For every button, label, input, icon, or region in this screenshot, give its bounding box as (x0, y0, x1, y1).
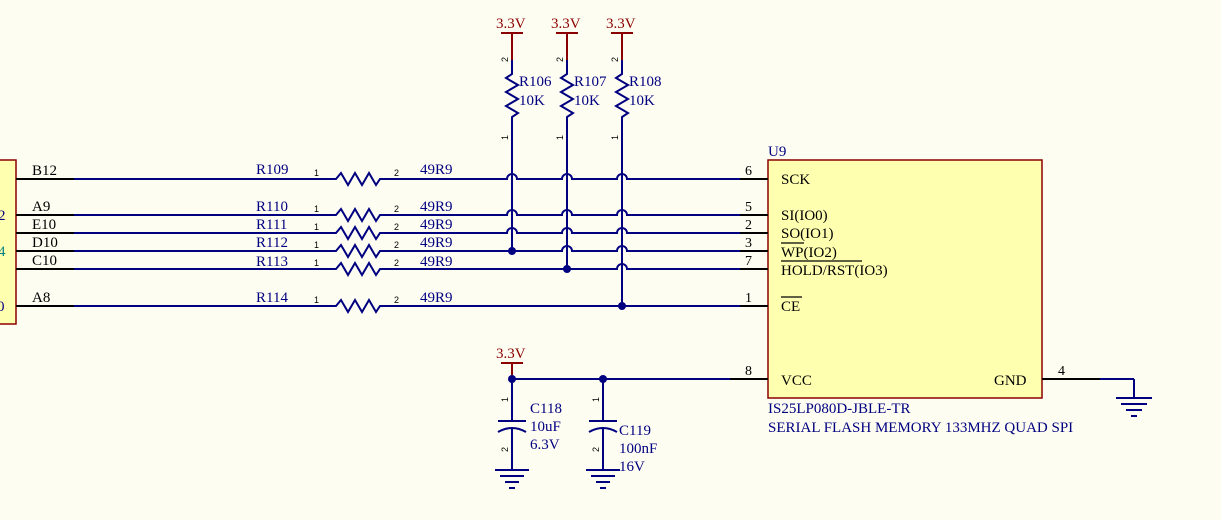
r109-value: 49R9 (420, 162, 453, 178)
ic-part-number: IS25LP080D-JBLE-TR (768, 401, 911, 417)
active-low-overbars (781, 242, 862, 298)
ic-pin-name-so: SO(IO1) (781, 226, 834, 242)
ic-pin-num-wp: 3 (745, 236, 752, 251)
r109-ref: R109 (256, 162, 289, 178)
signal-wires-left (74, 178, 330, 307)
power-label-vcc: 3.3V (496, 346, 526, 362)
left-edge-fragment-1: 2 (0, 208, 6, 224)
r114-ref: R114 (256, 290, 288, 306)
c118-ref: C118 (530, 401, 562, 417)
svg-text:1: 1 (314, 295, 319, 305)
series-resistor-pin-numbers: 1 2 1 2 1 2 1 2 1 2 1 2 (314, 168, 399, 305)
svg-text:1: 1 (314, 168, 319, 178)
power-label-r108: 3.3V (606, 16, 636, 32)
ic-description: SERIAL FLASH MEMORY 133MHZ QUAD SPI (768, 420, 1073, 436)
ic-pin-num-vcc: 8 (745, 364, 752, 379)
ic-pin-name-vcc: VCC (781, 373, 812, 389)
svg-text:2: 2 (394, 240, 399, 250)
svg-text:2: 2 (394, 222, 399, 232)
svg-text:1: 1 (314, 222, 319, 232)
ic-pin-num-sck: 6 (745, 164, 752, 179)
svg-text:2: 2 (394, 204, 399, 214)
c118-value: 10uF (530, 419, 561, 435)
ic-pin-num-si: 5 (745, 200, 752, 215)
r110-value: 49R9 (420, 199, 453, 215)
svg-text:2: 2 (500, 57, 510, 62)
power-label-r107: 3.3V (551, 16, 581, 32)
ic-pin-name-si: SI(IO0) (781, 208, 828, 224)
svg-text:1: 1 (591, 397, 601, 402)
r113-ref: R113 (256, 254, 288, 270)
svg-text:1: 1 (610, 135, 620, 140)
conn-pin-a8: A8 (32, 290, 50, 306)
ic-pin-name-sck: SCK (781, 172, 810, 188)
c118-voltage: 6.3V (530, 437, 560, 453)
svg-text:1: 1 (555, 135, 565, 140)
r110-ref: R110 (256, 199, 288, 215)
power-label-r106: 3.3V (496, 16, 526, 32)
r107-value: 10K (574, 93, 600, 109)
svg-text:1: 1 (314, 204, 319, 214)
ground-symbol-ic (1100, 378, 1152, 417)
r112-value: 49R9 (420, 235, 453, 251)
conn-pin-b12: B12 (32, 163, 57, 179)
ic-pin-num-so: 2 (745, 218, 752, 233)
pullup-network: 2 1 2 1 2 1 (500, 32, 633, 310)
ic-pin-num-hold: 7 (745, 254, 752, 269)
svg-text:1: 1 (500, 397, 510, 402)
ic-pin-num-ce: 1 (745, 291, 752, 306)
c119-voltage: 16V (619, 459, 645, 475)
r111-value: 49R9 (420, 217, 453, 233)
ic-pin-lines (730, 178, 1100, 380)
svg-text:2: 2 (394, 168, 399, 178)
ic-pin-name-wp: WP(IO2) (781, 245, 837, 261)
r107-ref: R107 (574, 74, 607, 90)
r113-value: 49R9 (420, 254, 453, 270)
ic-designator: U9 (768, 144, 786, 160)
conn-pin-e10: E10 (32, 217, 56, 233)
conn-pin-c10: C10 (32, 253, 57, 269)
left-connector: 2 4 0 (0, 159, 74, 325)
ic-pin-name-ce: CE (781, 299, 800, 315)
r108-value: 10K (629, 93, 655, 109)
r106-ref: R106 (519, 74, 552, 90)
svg-text:2: 2 (555, 57, 565, 62)
c119-ref: C119 (619, 423, 651, 439)
svg-text:1: 1 (314, 240, 319, 250)
series-resistor-symbols (330, 171, 386, 314)
svg-text:2: 2 (591, 447, 601, 452)
r112-ref: R112 (256, 235, 288, 251)
left-edge-fragment-3: 0 (0, 299, 5, 315)
svg-text:2: 2 (500, 447, 510, 452)
r108-ref: R108 (629, 74, 662, 90)
svg-text:2: 2 (394, 295, 399, 305)
r106-value: 10K (519, 93, 545, 109)
conn-pin-d10: D10 (32, 235, 58, 251)
svg-text:2: 2 (394, 258, 399, 268)
r111-ref: R111 (256, 217, 287, 233)
ic-body (767, 159, 1043, 399)
c119-value: 100nF (619, 441, 657, 457)
svg-text:1: 1 (500, 135, 510, 140)
conn-pin-a9: A9 (32, 199, 50, 215)
svg-text:1: 1 (314, 258, 319, 268)
r114-value: 49R9 (420, 290, 453, 306)
ic-pin-num-gnd: 4 (1058, 364, 1065, 379)
ic-pin-name-gnd: GND (994, 373, 1027, 389)
ic-pin-name-hold: HOLD/RST(IO3) (781, 263, 888, 279)
svg-text:2: 2 (610, 57, 620, 62)
left-edge-fragment-2: 4 (0, 244, 6, 260)
decoupling-network: 1 2 1 2 (495, 362, 730, 489)
